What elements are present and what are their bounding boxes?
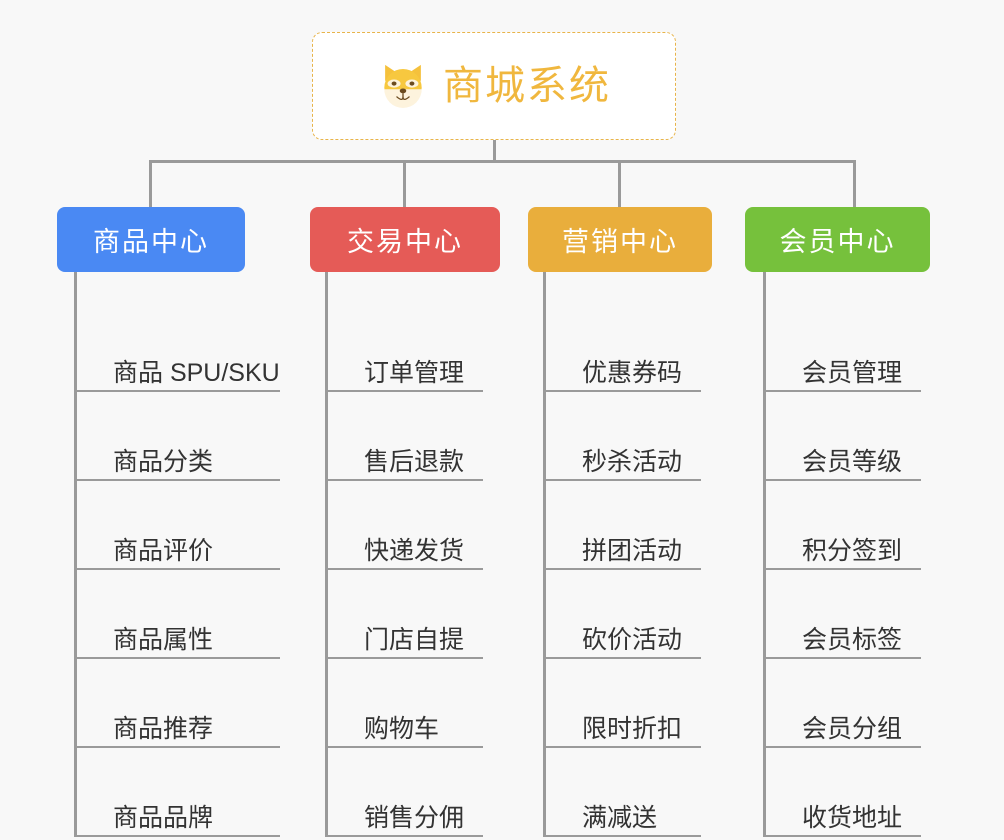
leaf-item-label: 秒杀活动 bbox=[582, 447, 683, 476]
leaf-item[interactable]: 会员管理 bbox=[766, 303, 921, 392]
leaf-item-label: 会员标签 bbox=[802, 625, 903, 654]
leaf-item-label: 会员管理 bbox=[802, 358, 903, 387]
leaf-column-1: 商品 SPU/SKU 商品分类商品评价商品属性商品推荐商品品牌 bbox=[74, 303, 280, 837]
connector-drop-3 bbox=[618, 160, 621, 207]
leaf-item[interactable]: 商品评价 bbox=[77, 481, 280, 570]
connector-stem-2 bbox=[325, 272, 328, 304]
leaf-item[interactable]: 商品属性 bbox=[77, 570, 280, 659]
category-box-1[interactable]: 商品中心 bbox=[57, 207, 245, 272]
leaf-item[interactable]: 购物车 bbox=[328, 659, 483, 748]
leaf-item-label: 商品 SPU/SKU bbox=[113, 358, 280, 387]
root-node[interactable]: 商城系统 bbox=[312, 32, 676, 140]
category-box-3[interactable]: 营销中心 bbox=[528, 207, 712, 272]
connector-root-stem bbox=[493, 140, 496, 163]
leaf-item[interactable]: 售后退款 bbox=[328, 392, 483, 481]
leaf-item[interactable]: 订单管理 bbox=[328, 303, 483, 392]
category-label: 营销中心 bbox=[562, 227, 678, 257]
leaf-item-label: 会员等级 bbox=[802, 447, 903, 476]
leaf-item[interactable]: 收货地址 bbox=[766, 748, 921, 837]
leaf-column-2: 订单管理售后退款快递发货门店自提购物车销售分佣 bbox=[325, 303, 483, 837]
leaf-item-label: 砍价活动 bbox=[582, 625, 683, 654]
leaf-item-label: 收货地址 bbox=[802, 803, 903, 832]
leaf-item-label: 拼团活动 bbox=[582, 536, 683, 565]
leaf-item[interactable]: 秒杀活动 bbox=[546, 392, 701, 481]
leaf-item[interactable]: 销售分佣 bbox=[328, 748, 483, 837]
leaf-item[interactable]: 满减送 bbox=[546, 748, 701, 837]
leaf-item-label: 限时折扣 bbox=[582, 714, 683, 743]
leaf-item-label: 售后退款 bbox=[364, 447, 465, 476]
leaf-item-label: 购物车 bbox=[364, 714, 440, 743]
leaf-item-label: 商品评价 bbox=[113, 536, 214, 565]
leaf-item-label: 销售分佣 bbox=[364, 803, 465, 832]
connector-drop-4 bbox=[853, 160, 856, 207]
category-box-4[interactable]: 会员中心 bbox=[745, 207, 930, 272]
leaf-item-label: 积分签到 bbox=[802, 536, 903, 565]
connector-drop-1 bbox=[149, 160, 152, 207]
leaf-item[interactable]: 积分签到 bbox=[766, 481, 921, 570]
root-title: 商城系统 bbox=[443, 64, 611, 108]
category-label: 交易中心 bbox=[347, 227, 463, 257]
leaf-item-label: 商品品牌 bbox=[113, 803, 214, 832]
connector-stem-4 bbox=[763, 272, 766, 304]
leaf-item[interactable]: 会员等级 bbox=[766, 392, 921, 481]
leaf-column-4: 会员管理会员等级积分签到会员标签会员分组收货地址 bbox=[763, 303, 921, 837]
connector-stem-1 bbox=[74, 272, 77, 304]
leaf-item-label: 会员分组 bbox=[802, 714, 903, 743]
leaf-item[interactable]: 限时折扣 bbox=[546, 659, 701, 748]
leaf-item[interactable]: 商品品牌 bbox=[77, 748, 280, 837]
leaf-item[interactable]: 拼团活动 bbox=[546, 481, 701, 570]
leaf-column-3: 优惠券码秒杀活动拼团活动砍价活动限时折扣满减送 bbox=[543, 303, 701, 837]
leaf-item-label: 优惠券码 bbox=[582, 358, 683, 387]
leaf-item[interactable]: 快递发货 bbox=[328, 481, 483, 570]
leaf-item[interactable]: 会员分组 bbox=[766, 659, 921, 748]
leaf-item-label: 满减送 bbox=[582, 803, 658, 832]
leaf-item[interactable]: 门店自提 bbox=[328, 570, 483, 659]
leaf-item-label: 商品推荐 bbox=[113, 714, 214, 743]
leaf-item-label: 门店自提 bbox=[364, 625, 465, 654]
shiba-dog-face-icon bbox=[384, 64, 422, 108]
leaf-item[interactable]: 会员标签 bbox=[766, 570, 921, 659]
leaf-item-label: 快递发货 bbox=[364, 536, 465, 565]
connector-stem-3 bbox=[543, 272, 546, 304]
leaf-item[interactable]: 优惠券码 bbox=[546, 303, 701, 392]
leaf-item[interactable]: 商品推荐 bbox=[77, 659, 280, 748]
leaf-item[interactable]: 商品 SPU/SKU bbox=[77, 303, 280, 392]
category-box-2[interactable]: 交易中心 bbox=[310, 207, 500, 272]
connector-drop-2 bbox=[403, 160, 406, 207]
leaf-item[interactable]: 商品分类 bbox=[77, 392, 280, 481]
category-label: 会员中心 bbox=[779, 227, 896, 257]
leaf-item-label: 商品属性 bbox=[113, 625, 214, 654]
connector-bus-bar bbox=[149, 160, 856, 163]
leaf-item-label: 订单管理 bbox=[364, 358, 465, 387]
category-label: 商品中心 bbox=[93, 227, 209, 257]
leaf-item[interactable]: 砍价活动 bbox=[546, 570, 701, 659]
leaf-item-label: 商品分类 bbox=[113, 447, 214, 476]
